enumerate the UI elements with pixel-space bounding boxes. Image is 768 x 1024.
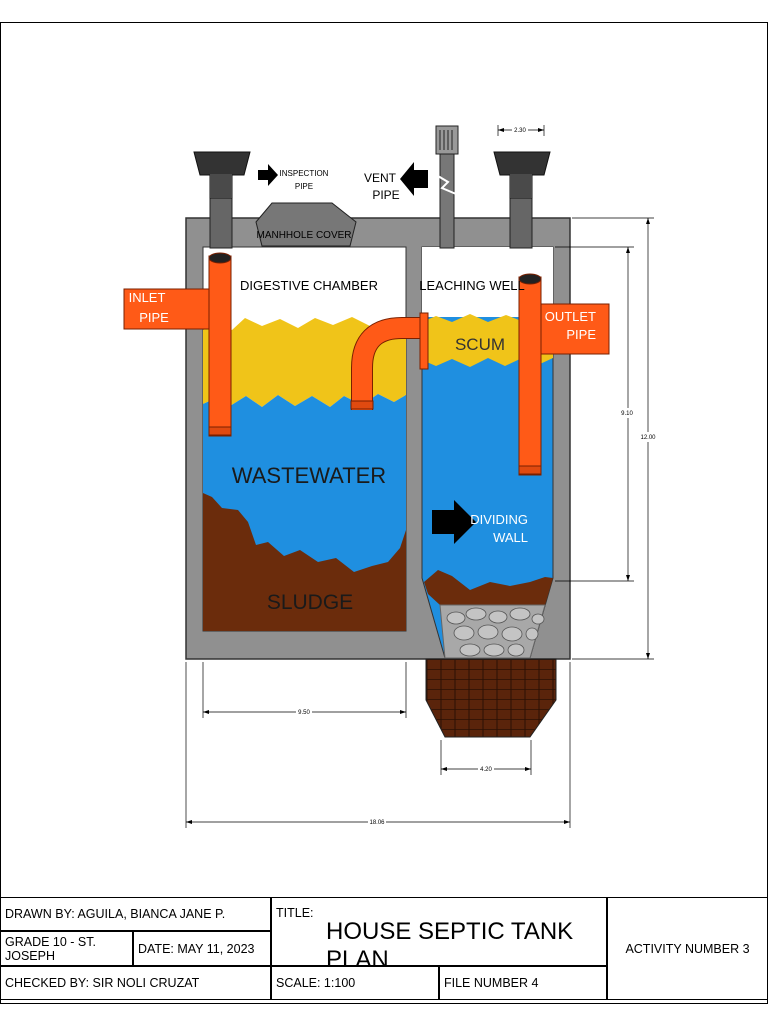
- dim-well-width: 4.20: [480, 767, 492, 773]
- tb-file-number: FILE NUMBER 4: [439, 966, 607, 1000]
- inlet-pipe-label-line2: PIPE: [139, 310, 169, 325]
- dividing-wall-label-line1: DIVIDING: [470, 512, 528, 527]
- dim-label-bg: [512, 126, 528, 134]
- manhole-cover-label: MANHHOLE COVER: [256, 230, 351, 241]
- outlet-pipe-label-line2: PIPE: [566, 327, 596, 342]
- brick-soak-pit: [425, 658, 557, 738]
- digestive-chamber-label: DIGESTIVE CHAMBER: [240, 278, 378, 293]
- tb-grade: GRADE 10 - ST. JOSEPH: [0, 931, 133, 966]
- vent-pipe-label-line2: PIPE: [372, 188, 399, 202]
- inlet-pipe-label: INLET PIPE: [129, 290, 170, 325]
- file-number-text: FILE NUMBER 4: [444, 976, 539, 990]
- drawn-by-text: DRAWN BY: AGUILA, BIANCA JANE P.: [5, 907, 226, 921]
- wastewater-label: WASTEWATER: [232, 463, 386, 488]
- dim-label-bg: [478, 765, 494, 773]
- sludge-label: SLUDGE: [267, 591, 353, 614]
- vent-head: [435, 125, 459, 155]
- inspection-pipe-label-line2: PIPE: [295, 182, 313, 191]
- scum-label: SCUM: [455, 335, 505, 354]
- inspection-pipe-label: INSPECTION PIPE: [280, 169, 329, 191]
- date-text: DATE: MAY 11, 2023: [138, 941, 255, 956]
- transfer-pipe-collar: [419, 312, 429, 370]
- tb-scale: SCALE: 1:100: [271, 966, 439, 1000]
- gravel-stones: [446, 607, 545, 657]
- dividing-wall-label-line2: WALL: [493, 530, 528, 545]
- dim-top-pipe-width: 2.30: [514, 128, 526, 134]
- manhole-cover: [255, 202, 357, 247]
- dim-right-inner: 9.10: [621, 411, 633, 417]
- dimension-values: 2.30 9.10 12.00 9.50 4.20 18.06: [296, 126, 657, 826]
- grade-text: GRADE 10 - ST. JOSEPH: [5, 934, 96, 963]
- tb-title: TITLE: HOUSE SEPTIC TANK PLAN: [271, 897, 607, 973]
- inlet-pipe-label-line1: INLET: [129, 290, 166, 305]
- inlet-pipe: [123, 252, 232, 437]
- transfer-elbow-pipe-fill: [352, 318, 424, 410]
- inspection-cap-neck: [210, 174, 232, 198]
- dividing-wall-arrow: [432, 500, 476, 544]
- dim-label-bg: [620, 408, 636, 418]
- vent-arrow: [400, 162, 428, 196]
- sludge-layer-right: [424, 570, 553, 605]
- vent-pipe-label: VENT PIPE: [364, 171, 400, 202]
- inspection-arrow: [258, 164, 278, 186]
- dim-label-bg: [639, 432, 657, 442]
- vent-head-grille: [439, 130, 453, 150]
- outlet-pipe-label: OUTLET PIPE: [545, 309, 597, 342]
- vent-pipe: [439, 151, 455, 249]
- activity-text: ACTIVITY NUMBER 3: [625, 941, 750, 956]
- dim-total-width: 18.06: [369, 820, 385, 826]
- inspection-pipe: [209, 191, 233, 249]
- outlet-pipe: [518, 273, 610, 476]
- drawing-title: HOUSE SEPTIC TANK PLAN: [326, 918, 574, 973]
- dimension-arrowheads: [186, 128, 650, 824]
- outlet-vent-pipe: [509, 191, 533, 249]
- dim-label-bg: [296, 708, 312, 716]
- vent-break-mark: [437, 175, 457, 195]
- vent-pipe-label-line1: VENT: [364, 171, 397, 185]
- checked-by-text: CHECKED BY: SIR NOLI CRUZAT: [5, 976, 200, 990]
- dim-chamber-width: 9.50: [298, 710, 310, 716]
- leaching-well-label: LEACHING WELL: [419, 278, 524, 293]
- inspection-pipe-label-line1: INSPECTION: [280, 169, 329, 178]
- tb-date: DATE: MAY 11, 2023: [133, 931, 271, 966]
- tb-checked-by: CHECKED BY: SIR NOLI CRUZAT: [0, 966, 271, 1000]
- outlet-cap-neck: [510, 174, 532, 198]
- transfer-pipe-end: [350, 400, 374, 410]
- sludge-layer-left: [203, 493, 406, 631]
- tb-activity: ACTIVITY NUMBER 3: [607, 897, 768, 1000]
- scale-text: SCALE: 1:100: [276, 976, 356, 990]
- title-label: TITLE:: [276, 906, 314, 920]
- dividing-wall-label: DIVIDING WALL: [470, 512, 528, 545]
- dim-right-outer: 12.00: [640, 435, 656, 441]
- dim-label-bg: [368, 818, 386, 826]
- outlet-pipe-label-line1: OUTLET: [545, 309, 596, 324]
- tb-drawn-by: DRAWN BY: AGUILA, BIANCA JANE P.: [0, 897, 271, 931]
